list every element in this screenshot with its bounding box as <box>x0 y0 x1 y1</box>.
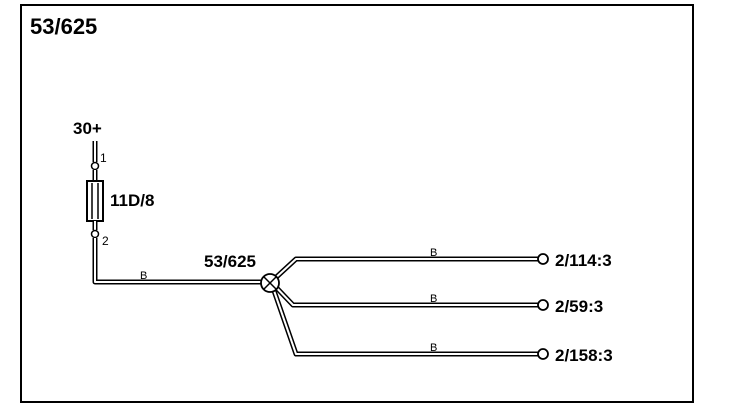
fuse-pin-2-label: 2 <box>102 234 109 248</box>
fuse-pin-1-terminal <box>90 161 100 171</box>
branch-1-color-label: B <box>430 247 437 259</box>
branch-wire-1 <box>269 256 538 284</box>
branch-3-destination: 2/158:3 <box>555 346 613 365</box>
splice-symbol <box>260 273 280 293</box>
fuse-pin-2-terminal <box>90 229 100 239</box>
branch-2-color-label: B <box>430 293 437 305</box>
branch-1-destination: 2/114:3 <box>555 251 612 270</box>
fuse-label: 11D/8 <box>110 191 154 210</box>
diagram-frame <box>20 4 694 403</box>
branch-3-terminal <box>537 348 549 360</box>
diagram-title: 53/625 <box>30 14 97 39</box>
feed-wire-color-label: B <box>140 270 147 282</box>
branch-wire-3 <box>268 281 538 357</box>
fuse-pin-1-label: 1 <box>100 151 107 165</box>
feed-wire <box>92 238 262 285</box>
branch-1-terminal <box>537 253 549 265</box>
branch-2-destination: 2/59:3 <box>555 297 603 316</box>
branch-3-color-label: B <box>430 342 437 354</box>
supply-label: 30+ <box>73 119 102 138</box>
fuse-symbol <box>86 180 104 222</box>
branch-2-terminal <box>537 299 549 311</box>
splice-label: 53/625 <box>204 252 256 271</box>
branch-wire-2 <box>269 280 538 308</box>
